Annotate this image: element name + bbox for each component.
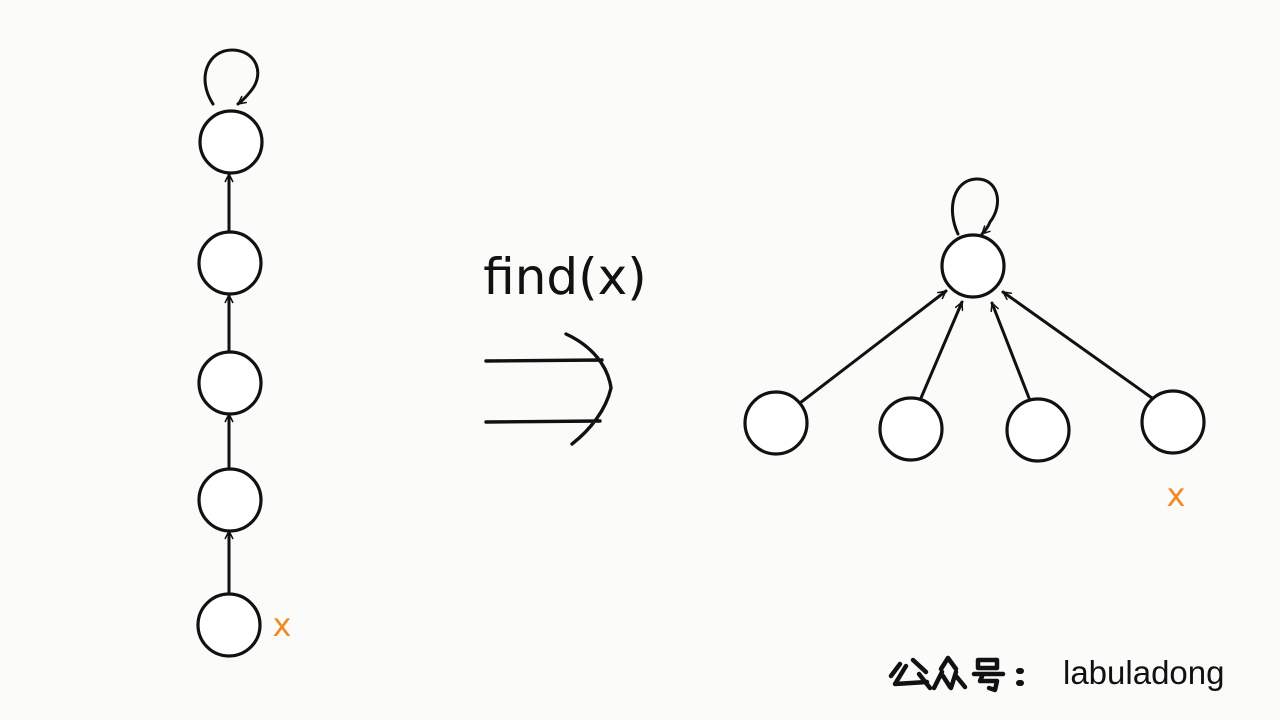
chain-tree-before: x: [196, 48, 292, 658]
node-c1: [743, 390, 809, 456]
flat-tree-after: x: [743, 177, 1206, 514]
node-n1: [197, 230, 263, 296]
watermark-calligraphy-logo: [888, 655, 1024, 693]
node-x-label: x: [273, 606, 292, 644]
edge-x-to-root-after: [1001, 290, 1154, 400]
node-n3: [197, 467, 263, 533]
watermark-brand: labuladong: [1063, 654, 1225, 691]
node-x-after: [1140, 389, 1206, 455]
node-root: [198, 109, 264, 175]
implies-arrow-icon: [484, 332, 613, 446]
node-n2: [197, 350, 263, 416]
node-root-after: [940, 233, 1006, 299]
edge-c3-to-root: [992, 303, 1031, 400]
watermark: labuladong: [888, 654, 1225, 693]
transform-indicator: find(x): [483, 248, 647, 446]
edge-c2-to-root: [919, 302, 964, 400]
node-x: [196, 592, 262, 658]
root-self-loop-edge: [203, 48, 260, 106]
node-c2: [878, 396, 944, 462]
node-c3: [1005, 397, 1071, 463]
edge-c1-to-root: [798, 289, 948, 405]
node-x-after-label: x: [1167, 476, 1186, 514]
find-operation-label: find(x): [483, 248, 647, 306]
root-self-loop-edge-after: [950, 177, 999, 236]
